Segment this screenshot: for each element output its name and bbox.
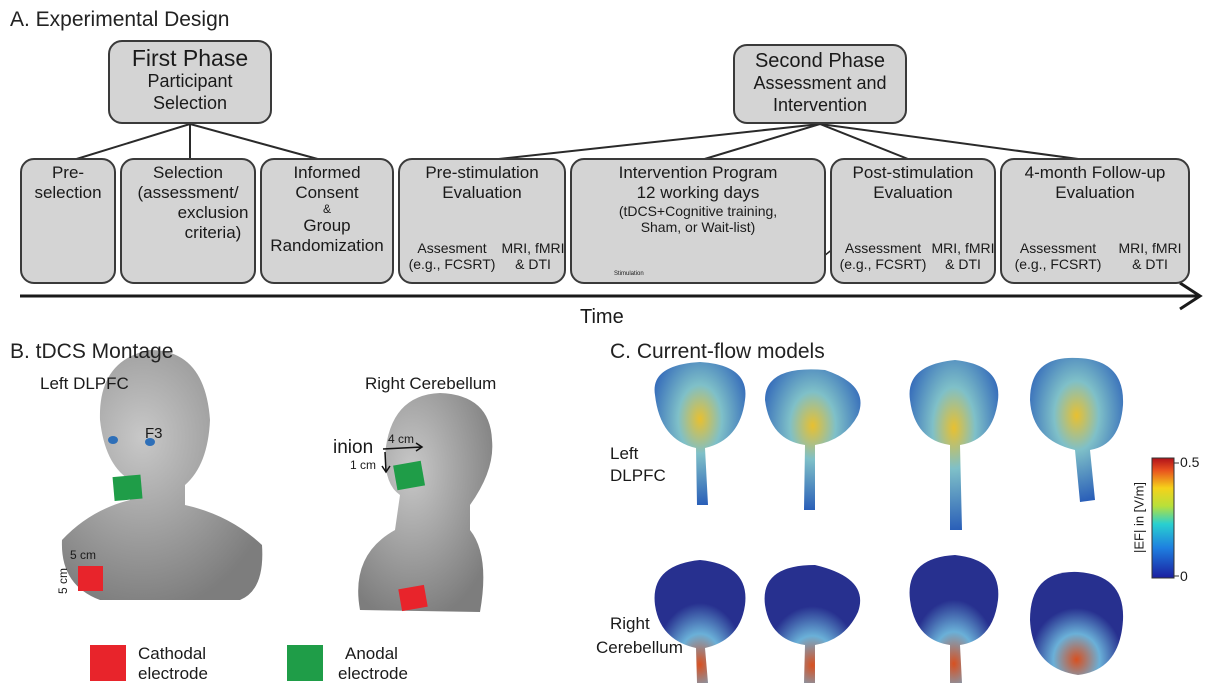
intervention-l4: Sham, or Wait-list): [640, 219, 756, 235]
intervention-l3: (tDCS+Cognitive training,: [618, 203, 778, 219]
post-stim-box: Post-stimulation Evaluation Assessment (…: [830, 158, 996, 284]
consent-box: Informed Consent & Group Randomization: [260, 158, 394, 284]
followup-a1: Assessment: [1019, 240, 1097, 256]
row1-label-1: Left: [610, 444, 639, 463]
f3-electrode: [112, 474, 143, 501]
pre-stim-l1: Pre-stimulation: [425, 163, 539, 182]
selection-l1: Selection: [153, 163, 223, 182]
left-dlpfc-title: Left DLPFC: [40, 374, 129, 393]
row1-label-2: DLPFC: [610, 466, 666, 485]
right-anodal-electrode: [393, 460, 426, 491]
followup-m2: & DTI: [1132, 256, 1168, 272]
inion-label: inion: [333, 437, 374, 458]
selection-box: Selection (assessment/ exclusion criteri…: [120, 158, 256, 284]
anodal-legend-1: Anodal: [345, 644, 398, 663]
preselection-l1: Pre-: [51, 163, 85, 182]
pre-stim-box: Pre-stimulation Evaluation Assesment (e.…: [398, 158, 566, 284]
left-dlpfc-head: [61, 350, 263, 600]
pre-stim-l2: Evaluation: [442, 183, 522, 202]
anodal-legend-swatch: [287, 645, 323, 681]
row2-label-1: Right: [610, 614, 650, 633]
consent-l4: Randomization: [270, 236, 384, 255]
section-a-title: A. Experimental Design: [10, 8, 230, 31]
second-phase-sub2: Intervention: [772, 95, 868, 115]
post-stim-m1: MRI, fMRI: [931, 240, 995, 256]
intervention-box: Intervention Program 12 working days (tD…: [570, 158, 826, 284]
left-cathodal-electrode: [78, 566, 103, 591]
consent-l1: Informed: [293, 163, 361, 182]
anodal-legend-2: electrode: [338, 664, 408, 683]
second-phase-title: Second Phase: [754, 50, 886, 72]
followup-box: 4-month Follow-up Evaluation Assessment …: [1000, 158, 1190, 284]
right-cathodal-electrode: [398, 584, 428, 612]
pre-stim-mri: MRI, fMRI & DTI: [500, 240, 566, 272]
selection-l3: exclusion: [177, 203, 249, 222]
first-phase-connectors: [69, 123, 326, 162]
pre-stim-a1: Assesment: [417, 240, 487, 256]
pre-stim-assessment: Assesment (e.g., FCSRT): [406, 240, 498, 272]
cathodal-legend-2: electrode: [138, 664, 208, 683]
selection-l4: criteria): [184, 223, 242, 242]
cathodal-legend-swatch: [90, 645, 126, 681]
right-cerebellum-title: Right Cerebellum: [365, 374, 497, 393]
section-b-title: B. tDCS Montage: [10, 340, 174, 363]
cathodal-legend-1: Cathodal: [138, 644, 207, 663]
intervention-l1: Intervention Program: [618, 163, 778, 182]
five-cm-h-label: 5 cm: [70, 548, 97, 562]
four-cm-label: 4 cm: [388, 432, 415, 446]
pre-stim-a2: (e.g., FCSRT): [408, 256, 496, 272]
followup-l2: Evaluation: [1055, 183, 1135, 202]
second-phase-connectors: [479, 123, 1094, 162]
consent-amp: &: [322, 202, 331, 216]
section-c-title: C. Current-flow models: [610, 340, 825, 363]
f3-label: F3: [145, 425, 163, 442]
second-phase-sub1: Assessment and: [753, 73, 887, 93]
followup-l1: 4-month Follow-up: [1024, 163, 1166, 182]
time-arrow: [20, 281, 1203, 311]
consent-l2: Consent: [295, 183, 359, 202]
followup-a2: (e.g., FCSRT): [1014, 256, 1102, 272]
row2-label-2: Cerebellum: [596, 638, 683, 657]
selection-l2: (assessment/: [137, 183, 239, 202]
followup-mri: MRI, fMRI & DTI: [1112, 240, 1188, 272]
first-phase-sub1: Participant: [147, 71, 233, 91]
right-cerebellum-head: [358, 393, 493, 612]
post-stim-assessment: Assessment (e.g., FCSRT): [836, 240, 930, 272]
inion-arrows: [381, 442, 424, 474]
colorbar-label: |EF| in [V/m]: [1131, 481, 1147, 554]
post-stim-m2: & DTI: [945, 256, 981, 272]
first-phase-sub2: Selection: [152, 93, 228, 113]
intervention-l2: 12 working days: [636, 183, 760, 202]
post-stim-l1: Post-stimulation: [852, 163, 974, 182]
first-phase-box: First Phase Participant Selection: [108, 40, 272, 124]
brain-models-row-1: [654, 357, 1124, 530]
first-phase-title: First Phase: [131, 45, 249, 71]
followup-m1: MRI, fMRI: [1118, 240, 1182, 256]
post-stim-mri: MRI, fMRI & DTI: [930, 240, 996, 272]
preselection-l2: selection: [34, 183, 102, 202]
one-cm-label: 1 cm: [350, 458, 377, 472]
pre-stim-m2: & DTI: [515, 256, 551, 272]
pre-stim-m1: MRI, fMRI: [501, 240, 565, 256]
consent-l3: Group: [303, 216, 351, 235]
time-label: Time: [580, 306, 624, 328]
followup-assessment: Assessment (e.g., FCSRT): [1008, 240, 1108, 272]
colorbar-max: 0.5: [1180, 454, 1200, 470]
intervention-stim-label: Stimulation: [614, 271, 644, 277]
colorbar: [1151, 457, 1175, 579]
post-stim-a1: Assessment: [844, 240, 922, 256]
colorbar-min: 0: [1180, 568, 1188, 584]
post-stim-l2: Evaluation: [873, 183, 953, 202]
preselection-box: Pre- selection: [20, 158, 116, 284]
post-stim-a2: (e.g., FCSRT): [839, 256, 927, 272]
second-phase-box: Second Phase Assessment and Intervention: [733, 44, 907, 124]
five-cm-v-label: 5 cm: [56, 567, 71, 595]
brain-models-row-2: [654, 555, 1124, 683]
